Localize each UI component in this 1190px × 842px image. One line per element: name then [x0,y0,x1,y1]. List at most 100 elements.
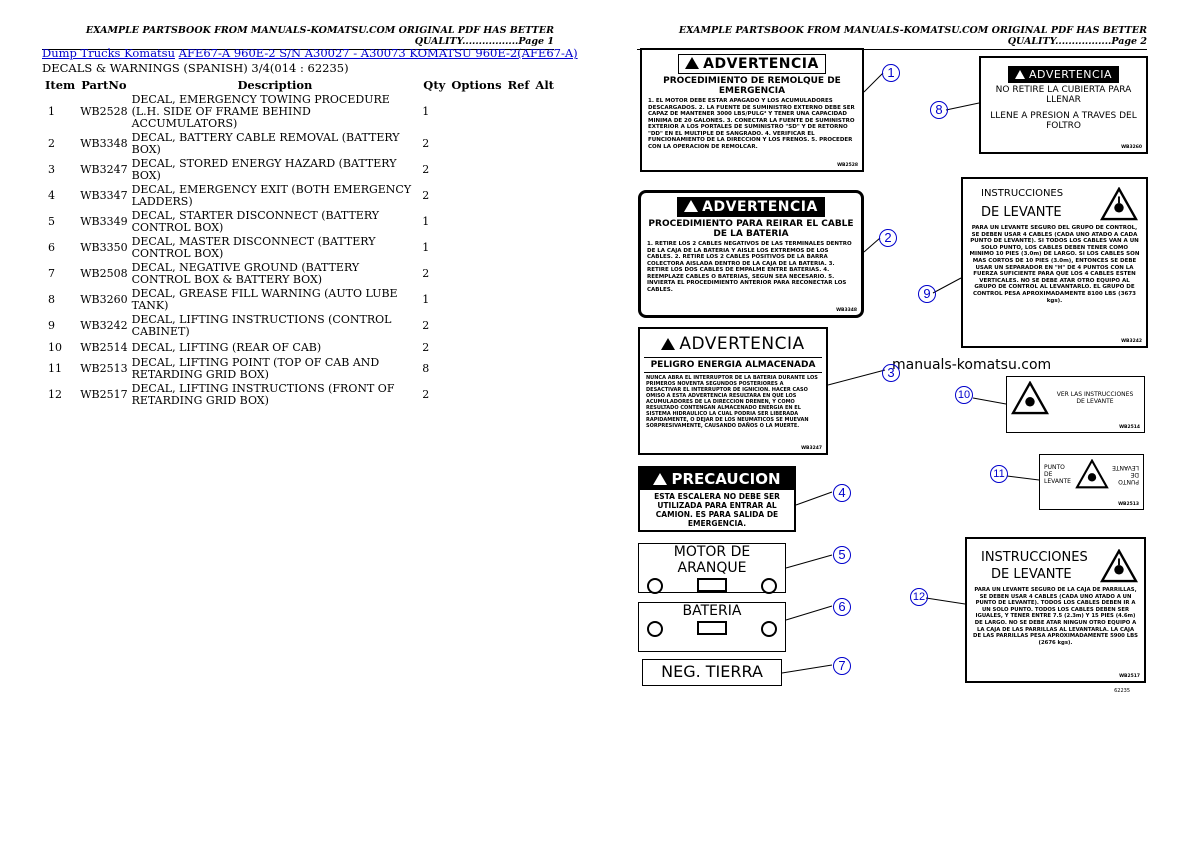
description-cell: DECAL, GREASE FILL WARNING (AUTO LUBE TA… [131,287,398,312]
options-cell [448,313,504,339]
options-cell [448,131,504,157]
decal-8-line1: NO RETIRE LA CUBIERTA PARA LLENAR [995,85,1132,105]
decal-8-code: WB3260 [1121,145,1142,150]
partno-cell: WB3347 [80,189,128,202]
decal-4-title: PRECAUCION [640,468,794,490]
breadcrumb-link-model[interactable]: AFE67-A 960E-2 S/N A30027 - A30073 KOMAT… [178,46,578,60]
item-cell: 6 [48,241,55,254]
alt-cell [532,313,557,339]
decal-11-code: WB2513 [1118,502,1139,507]
decal-10-code: WB2514 [1119,425,1140,430]
decal-10-see-lifting: VER LAS INSTRUCCIONES DE LEVANTE WB2514 [1006,376,1145,433]
decal-2-title: ADVERTENCIA [677,197,825,217]
qty-cell: 2 [422,137,430,150]
item-cell: 5 [48,215,55,228]
partno-cell: WB2513 [80,362,128,375]
decal-4-text: ESTA ESCALERA NO DEBE SER UTILIZADA PARA… [654,492,780,528]
section-title: DECALS & WARNINGS (SPANISH) 3/4(014 : 62… [42,61,349,75]
disconnect-switch-icon [761,578,777,594]
partno-cell: WB3348 [80,137,128,150]
decal-7-title: NEG. TIERRA [661,662,763,681]
options-cell [448,287,504,313]
ref-cell [505,235,533,261]
description-cell: DECAL, EMERGENCY TOWING PROCEDURE (L.H. … [131,93,390,130]
alt-cell [532,235,557,261]
item-cell: 1 [48,105,55,118]
partno-cell: WB2508 [80,267,128,280]
alt-cell [532,356,557,382]
ref-cell [505,209,533,235]
description-cell: DECAL, LIFTING INSTRUCTIONS (CONTROL CAB… [131,313,392,338]
qty-cell: 2 [422,163,430,176]
callout-9: 9 [918,285,936,303]
decal-12-title: INSTRUCCIONES DE LEVANTE [981,550,1088,582]
description-cell: DECAL, LIFTING (REAR OF CAB) [131,340,322,354]
callout-7: 7 [833,657,851,675]
ref-cell [505,183,533,209]
ref-cell [505,261,533,287]
partno-cell: WB3242 [80,319,128,332]
decal-9-title: INSTRUCCIONES DE LEVANTE [981,188,1064,220]
item-cell: 10 [48,340,62,354]
description-cell: DECAL, EMERGENCY EXIT (BOTH EMERGENCY LA… [131,183,412,208]
description-cell: DECAL, LIFTING POINT (TOP OF CAB AND RET… [131,356,380,381]
lifting-hook-icon [1100,187,1138,221]
decal-9-text: PARA UN LEVANTE SEGURO DEL GRUPO DE CONT… [969,225,1140,304]
decal-7-negative-ground: NEG. TIERRA [642,659,782,686]
breadcrumb: Dump Trucks Komatsu AFE67-A 960E-2 S/N A… [42,46,578,60]
decal-3-code: WB3247 [801,446,822,451]
battery-icon [697,621,727,635]
alt-cell [532,209,557,235]
partno-cell: WB2514 [80,340,128,354]
decal-2-subtitle: PROCEDIMIENTO PARA REIRAR EL CABLE DE LA… [648,219,854,239]
description-cell: DECAL, LIFTING INSTRUCTIONS (FRONT OF RE… [131,382,395,407]
qty-cell: 1 [422,293,430,306]
description-cell: DECAL, MASTER DISCONNECT (BATTERY CONTRO… [131,235,376,260]
description-cell: DECAL, BATTERY CABLE REMOVAL (BATTERY BO… [131,131,400,156]
parts-table: Item PartNo Description Qty Options Ref … [42,77,557,408]
decal-5-title: MOTOR DE ARANQUE [673,544,751,576]
partno-cell: WB3247 [80,163,128,176]
decal-12-text: PARA UN LEVANTE SEGURO DE LA CAJA DE PAR… [973,587,1138,646]
decal-1-emergency-towing: ADVERTENCIA PROCEDIMIENTO DE REMOLQUE DE… [640,48,864,172]
decal-11-text: PUNTO DE LEVANTE [1044,463,1071,485]
decal-4-precaution: PRECAUCION ESTA ESCALERA NO DEBE SER UTI… [638,466,796,532]
decal-3-subtitle: PELIGRO ENERGIA ALMACENADA [644,357,822,373]
lifting-hook-icon [1100,549,1138,583]
decal-8-line2: LLENE A PRESION A TRAVES DEL FOLTRO [990,111,1137,131]
partno-cell: WB2528 [80,105,128,118]
warning-triangle-icon [1015,70,1026,79]
figure-number: 62235 [1114,688,1130,694]
page2-header: EXAMPLE PARTSBOOK FROM MANUALS-KOMATSU.C… [637,25,1147,50]
decal-11-lifting-point: PUNTO DE LEVANTE PUNTO DE LEVANTE WB2513 [1039,454,1144,510]
ref-cell [505,313,533,339]
decal-8-title: ADVERTENCIA [1008,66,1119,83]
decal-2-code: WB3348 [836,308,857,313]
options-cell [448,382,504,408]
options-cell [448,261,504,287]
breadcrumb-link-dump-trucks[interactable]: Dump Trucks Komatsu [42,46,175,60]
decal-8-grease-fill: ADVERTENCIA NO RETIRE LA CUBIERTA PARA L… [979,56,1148,154]
col-partno: PartNo [81,78,127,92]
callout-12: 12 [910,588,928,606]
ref-cell [505,131,533,157]
decal-6-master-disconnect: BATERIA [638,602,786,652]
alt-cell [532,339,557,356]
disconnect-switch-icon [647,578,663,594]
alt-cell [532,382,557,408]
decal-1-subtitle: PROCEDIMIENTO DE REMOLQUE DE EMERGENCIA [663,76,841,96]
warning-triangle-icon [685,57,700,69]
partno-cell: WB3349 [80,215,128,228]
description-cell: DECAL, STORED ENERGY HAZARD (BATTERY BOX… [131,157,397,182]
alt-cell [532,261,557,287]
col-options: Options [451,78,502,92]
ref-cell [505,339,533,356]
